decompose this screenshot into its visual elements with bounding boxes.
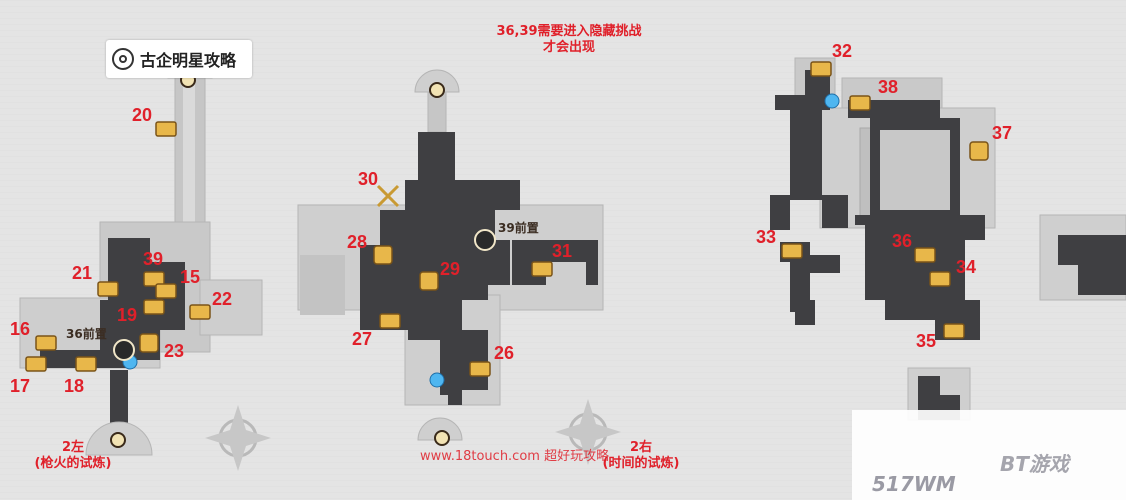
chest-icon: [469, 361, 491, 377]
puzzle-icon: [139, 333, 159, 353]
brand-watermark-bt: BT游戏: [1000, 452, 1069, 476]
chest-icon: [810, 61, 832, 77]
chest-number-17: 17: [10, 376, 31, 396]
chest-icon: [35, 335, 57, 351]
chest-number-39: 39: [143, 249, 164, 269]
chest-number-28: 28: [347, 232, 368, 252]
brand-watermark-517: 517WM: [872, 472, 956, 496]
chest-icon: [781, 243, 803, 259]
prereq-note-39: 39前置: [498, 221, 539, 235]
chest-number-27: 27: [352, 329, 373, 349]
chest-number-15: 15: [180, 267, 201, 287]
anchor-icon: [110, 432, 126, 448]
anchor-icon: [429, 82, 445, 98]
chest-number-37: 37: [992, 123, 1013, 143]
chest-icon: [379, 313, 401, 329]
anchor-icon: [434, 430, 450, 446]
teleport-icon: [824, 93, 840, 109]
brand-watermark-box: [852, 410, 1126, 500]
puzzle-icon: [419, 271, 439, 291]
puzzle-icon: [373, 245, 393, 265]
map-note: 36,39需要进入隐藏挑战 才会出现: [472, 24, 666, 55]
chest-number-33: 33: [756, 227, 777, 247]
chest-icon: [929, 271, 951, 287]
chest-icon: [143, 271, 165, 287]
chest-icon: [25, 356, 47, 372]
area-label-right-sub: (时间的试炼): [602, 455, 680, 471]
teleport-icon: [429, 372, 445, 388]
area-label-left: 2左 (枪火的试炼): [8, 440, 138, 471]
map-note-line-1: 36,39需要进入隐藏挑战: [496, 24, 642, 39]
chest-icon: [155, 283, 177, 299]
area-label-right-name: 2右: [629, 440, 653, 455]
boss-markers: [113, 229, 496, 361]
chest-number-32: 32: [832, 41, 853, 61]
chest-number-31: 31: [552, 241, 573, 261]
chest-number-16: 16: [10, 319, 31, 339]
source-badge-text: 古企明星攻略: [140, 51, 237, 70]
chest-icon: [189, 304, 211, 320]
boss-icon: [474, 229, 496, 251]
chest-markers: [25, 61, 965, 377]
chest-number-29: 29: [440, 259, 461, 279]
prereq-note-36: 36前置: [66, 327, 107, 341]
chest-number-36: 36: [892, 231, 913, 251]
area-label-left-name: 2左: [61, 440, 85, 455]
area-label-right: 2右 (时间的试炼): [576, 440, 706, 471]
anchor-markers: [110, 72, 450, 448]
chest-number-30: 30: [358, 169, 379, 189]
chest-icon: [943, 323, 965, 339]
source-badge: 古企明星攻略: [106, 40, 252, 78]
source-logo-icon: [112, 48, 134, 70]
chest-number-19: 19: [117, 305, 138, 325]
chest-number-21: 21: [72, 263, 93, 283]
chest-icon: [914, 247, 936, 263]
chest-number-23: 23: [164, 341, 185, 361]
site-watermark: www.18touch.com 超好玩攻略: [420, 449, 610, 464]
chest-icon: [75, 356, 97, 372]
chest-number-35: 35: [916, 331, 937, 351]
chest-number-38: 38: [878, 77, 899, 97]
chest-number-26: 26: [494, 343, 515, 363]
teleport-markers: [122, 93, 840, 388]
chest-icon: [531, 261, 553, 277]
chest-number-22: 22: [212, 289, 233, 309]
boss-icon: [113, 339, 135, 361]
map-section-left: [19, 55, 271, 471]
chest-number-34: 34: [956, 257, 977, 277]
chest-number-18: 18: [64, 376, 85, 396]
puzzle-markers: [139, 141, 989, 353]
chest-icon: [155, 121, 177, 137]
chest-number-20: 20: [132, 105, 153, 125]
map-section-middle: [297, 69, 621, 465]
chest-icon: [143, 299, 165, 315]
area-label-left-sub: (枪火的试炼): [34, 455, 112, 471]
chest-icon: [849, 95, 871, 111]
chest-icon: [97, 281, 119, 297]
map-note-line-2: 才会出现: [542, 39, 595, 55]
puzzle-icon: [969, 141, 989, 161]
swords-icon: [376, 184, 400, 208]
